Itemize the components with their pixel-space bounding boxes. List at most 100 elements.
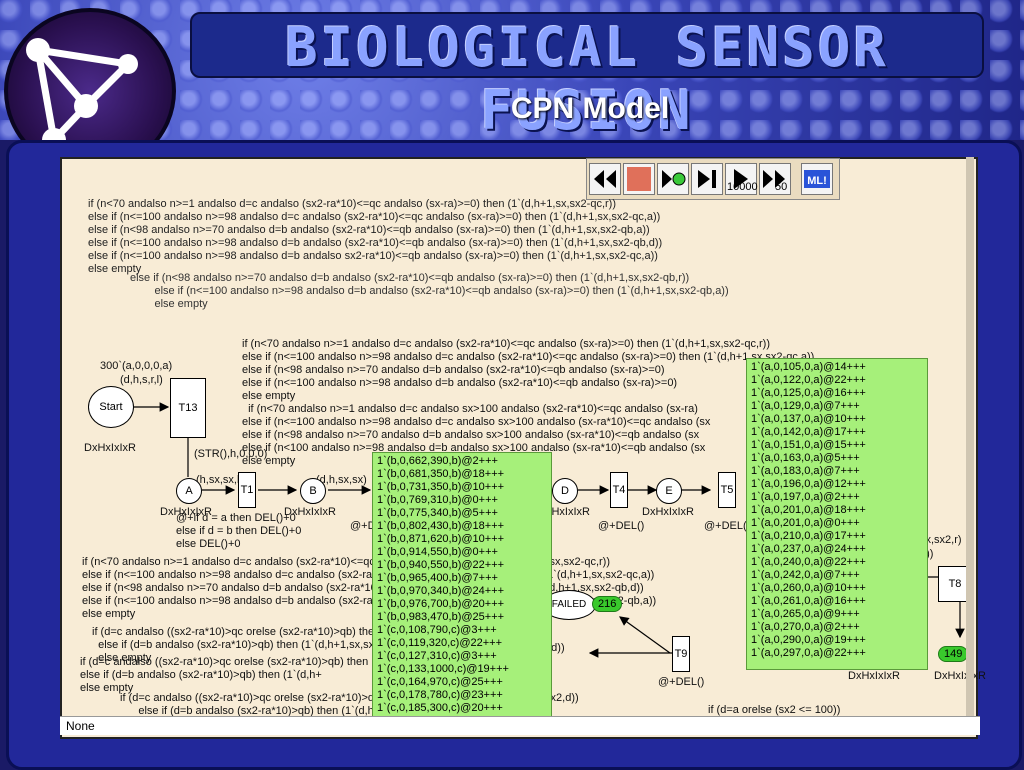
token-entry: 1`(c,0,119,320,c)@22+++	[377, 637, 503, 649]
token-entry: 1`(c,0,164,970,c)@25+++	[377, 676, 503, 688]
play-step-icon	[662, 170, 686, 188]
place-a[interactable]: A	[176, 478, 202, 504]
place-b-type: DxHxIxIxR	[284, 506, 336, 518]
token-entry: 1`(a,0,201,0,a)@18+++	[751, 504, 866, 516]
main-title: BIOLOGICAL SENSOR FUSION	[285, 16, 889, 142]
t4-delay: @+DEL()	[598, 520, 645, 532]
token-entry: 1`(a,0,210,0,a)@17+++	[751, 530, 866, 542]
token-entry: 1`(c,0,127,310,c)@3+++	[377, 650, 497, 662]
place-end-type-2: DxHxIxIxR	[934, 670, 986, 682]
play-step-button[interactable]	[657, 163, 689, 195]
interval-value[interactable]: 50	[775, 181, 788, 193]
place-d[interactable]: D	[552, 478, 578, 504]
play-icon	[734, 169, 748, 189]
initial-vars: (d,h,s,r,l)	[120, 374, 163, 386]
title-band: BIOLOGICAL SENSOR FUSION	[190, 12, 984, 142]
transition-t4[interactable]: T4	[610, 472, 628, 508]
place-start-type: DxHxIxIxR	[84, 442, 136, 454]
token-entry: 1`(b,0,681,350,b)@18+++	[377, 468, 505, 480]
token-entry: 1`(a,0,151,0,a)@15+++	[751, 439, 866, 451]
place-e-type: DxHxIxIxR	[642, 506, 694, 518]
transition-t13[interactable]: T13	[170, 378, 206, 438]
step-icon	[698, 170, 716, 188]
token-entry: 1`(b,0,970,340,b)@24+++	[377, 585, 505, 597]
place-a-type: DxHxIxIxR	[160, 506, 212, 518]
token-popup-right[interactable]: 1`(a,0,105,0,a)@14+++1`(a,0,122,0,a)@22+…	[746, 358, 928, 670]
bottom-guard: if (d=a orelse (sx2 <= 100))	[708, 704, 841, 716]
step-button[interactable]	[691, 163, 723, 195]
token-entry: 1`(b,0,769,310,b)@0+++	[377, 494, 498, 506]
token-entry: 1`(a,0,105,0,a)@14+++	[751, 361, 866, 373]
token-entry: 1`(a,0,122,0,a)@22+++	[751, 374, 866, 386]
status-bar: None	[60, 716, 980, 735]
token-entry: 1`(a,0,183,0,a)@7+++	[751, 465, 860, 477]
subtitle: CPN Model	[510, 92, 670, 125]
code-block-1b: else if (n<98 andalso n>=70 andalso d=b …	[130, 272, 729, 310]
ml-icon: ML!	[804, 170, 830, 188]
code-block-1: if (n<70 andalso n>=1 andalso d=c andals…	[88, 198, 663, 275]
place-failed-label: FAILED	[551, 599, 587, 610]
token-entry: 1`(b,0,940,550,b)@22+++	[377, 559, 505, 571]
token-entry: 1`(b,0,802,430,b)@18+++	[377, 520, 505, 532]
place-b[interactable]: B	[300, 478, 326, 504]
fast-forward-button[interactable]	[759, 163, 791, 195]
token-entry: 1`(a,0,237,0,a)@24+++	[751, 543, 866, 555]
place-e-label: E	[665, 485, 673, 497]
token-entry: 1`(a,0,201,0,a)@0+++	[751, 517, 860, 529]
token-entry: 1`(a,0,142,0,a)@17+++	[751, 426, 866, 438]
token-entry: 1`(a,0,270,0,a)@2+++	[751, 621, 860, 633]
simulation-toolbar: ML! 10000 50	[586, 158, 840, 200]
transition-t1[interactable]: T1	[238, 472, 256, 508]
failed-count-badge: 216	[592, 596, 623, 612]
place-start[interactable]: Start	[88, 386, 134, 428]
token-entry: 1`(b,0,731,350,b)@10+++	[377, 481, 505, 493]
token-entry: 1`(a,0,196,0,a)@12+++	[751, 478, 866, 490]
token-entry: 1`(a,0,163,0,a)@5+++	[751, 452, 860, 464]
token-entry: 1`(b,0,983,470,b)@25+++	[377, 611, 505, 623]
initial-marking: 300`(a,0,0,0,a)	[100, 360, 173, 372]
play-button[interactable]	[725, 163, 757, 195]
t5-delay: @+DEL()	[704, 520, 751, 532]
token-entry: 1`(c,0,108,790,c)@3+++	[377, 624, 497, 636]
str-expr: (STR(),h,0,0,0)	[194, 448, 268, 460]
token-entry: 1`(b,0,871,620,b)@10+++	[377, 533, 505, 545]
token-entry: 1`(b,0,965,400,b)@7+++	[377, 572, 498, 584]
token-entry: 1`(a,0,260,0,a)@10+++	[751, 582, 866, 594]
place-a-label: A	[185, 485, 193, 497]
arc-label-sx2r: sx,sx2,r)	[920, 534, 962, 546]
token-entry: 1`(a,0,137,0,a)@10+++	[751, 413, 866, 425]
token-entry: 1`(a,0,240,0,a)@22+++	[751, 556, 866, 568]
code-block-5: if (d=c andalso ((sx2-ra*10)>qc orelse (…	[80, 656, 410, 694]
place-e[interactable]: E	[656, 478, 682, 504]
t1-guard: @+if d = a then DEL()+0 else if d = b th…	[176, 512, 302, 550]
token-entry: 1`(b,0,914,550,b)@0+++	[377, 546, 498, 558]
token-popup-left[interactable]: 1`(b,0,662,390,b)@2+++1`(b,0,681,350,b)@…	[372, 452, 552, 724]
rewind-icon	[594, 170, 616, 188]
steps-value[interactable]: 10000	[727, 181, 758, 193]
place-start-label: Start	[99, 401, 123, 413]
ml-button[interactable]: ML!	[801, 163, 833, 195]
place-end-type: DxHxIxIxR	[848, 670, 900, 682]
token-entry: 1`(a,0,297,0,a)@22+++	[751, 647, 866, 659]
arc-label-dhsx: (d,h,sx,sx)	[316, 474, 367, 486]
token-entry: 1`(a,0,242,0,a)@7+++	[751, 569, 860, 581]
stop-button[interactable]	[623, 163, 655, 195]
token-entry: 1`(a,0,290,0,a)@19+++	[751, 634, 866, 646]
t9-delay: @+DEL()	[658, 676, 705, 688]
header-banner: BIOLOGICAL SENSOR FUSION CPN Model	[0, 0, 1024, 142]
token-entry: 1`(b,0,662,390,b)@2+++	[377, 455, 498, 467]
token-entry: 1`(b,0,775,340,b)@5+++	[377, 507, 498, 519]
transition-t5[interactable]: T5	[718, 472, 736, 508]
code-block-2: if (n<70 andalso n>=1 andalso d=c andals…	[242, 338, 815, 467]
arc-label-hsx: (h,sx,sx,l)	[196, 474, 244, 486]
end-count-badge: 149	[938, 646, 969, 662]
token-entry: 1`(b,0,976,700,b)@20+++	[377, 598, 505, 610]
vertical-scrollbar[interactable]	[966, 157, 974, 735]
token-entry: 1`(c,0,133,1000,c)@19+++	[377, 663, 509, 675]
place-d-label: D	[561, 485, 569, 497]
rewind-button[interactable]	[589, 163, 621, 195]
token-entry: 1`(a,0,125,0,a)@16+++	[751, 387, 866, 399]
transition-t9[interactable]: T9	[672, 636, 690, 672]
stop-icon	[627, 167, 651, 191]
fast-forward-icon	[763, 170, 785, 188]
